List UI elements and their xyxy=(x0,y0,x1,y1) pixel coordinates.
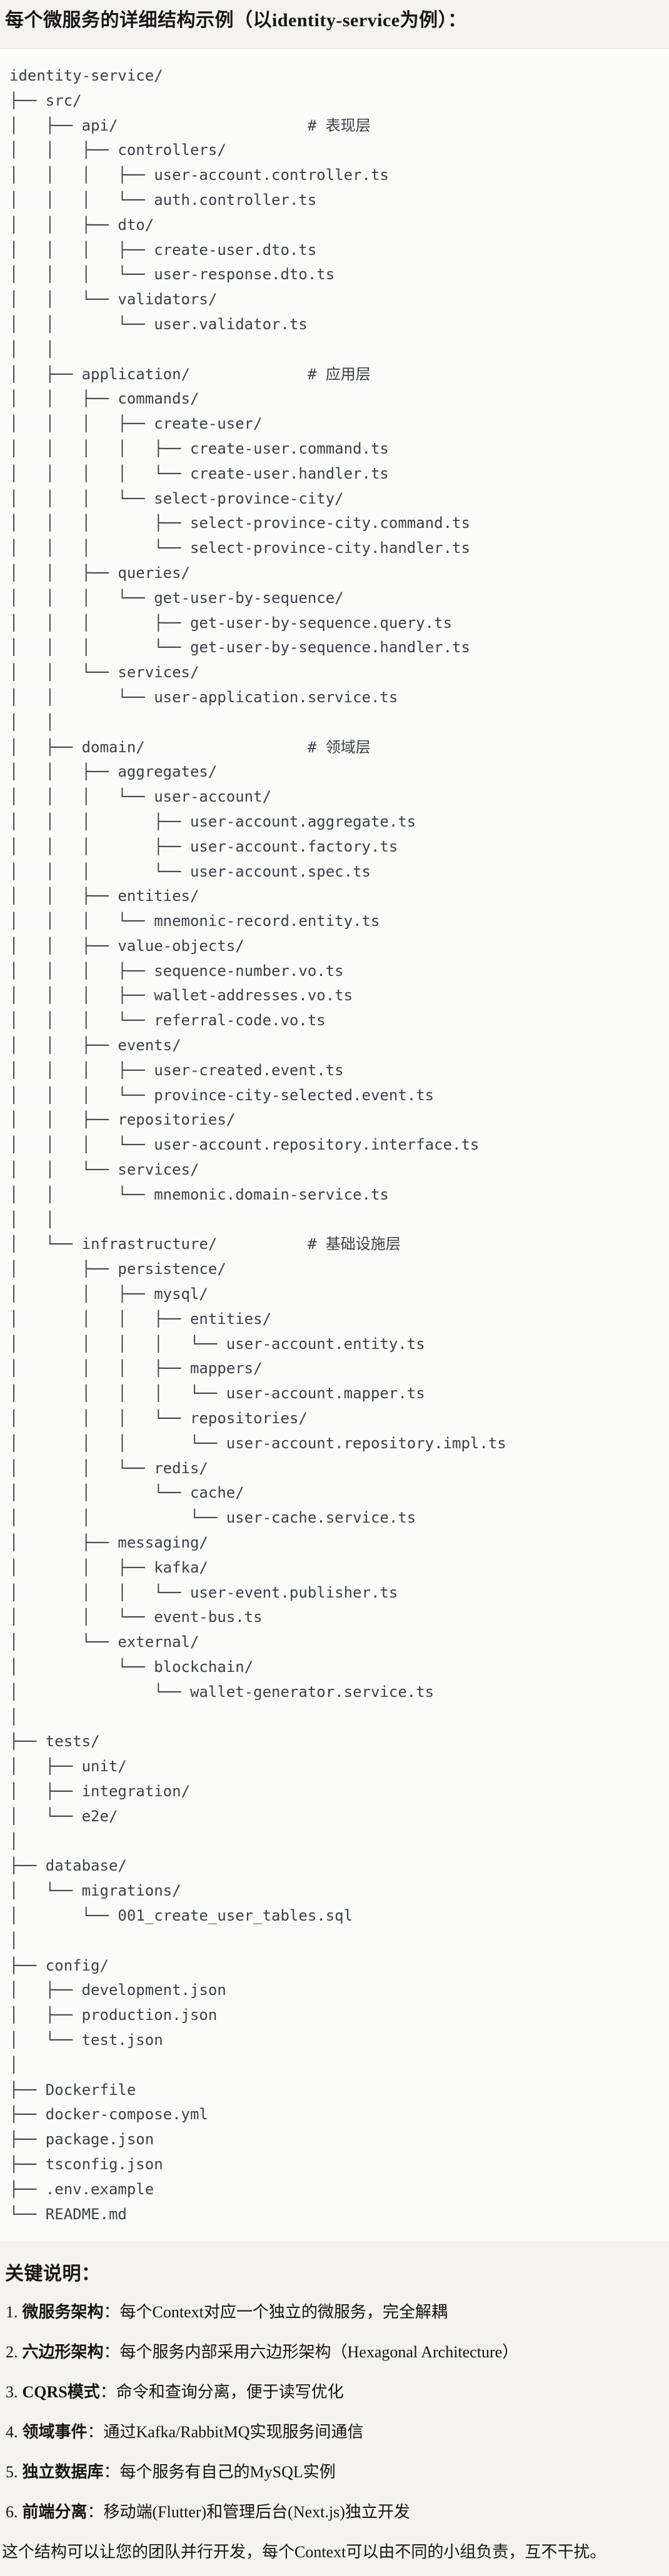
note-colon: ： xyxy=(103,2343,120,2362)
notes-list: 1.微服务架构：每个Context对应一个独立的微服务，完全解耦 2.六边形架构… xyxy=(0,2302,669,2523)
note-term: 前端分离 xyxy=(22,2503,88,2522)
note-colon: ： xyxy=(87,2423,104,2442)
note-number: 6. xyxy=(6,2503,18,2522)
note-number: 4. xyxy=(6,2423,18,2442)
note-number: 5. xyxy=(6,2463,18,2482)
note-desc: 通过Kafka/RabbitMQ实现服务间通信 xyxy=(103,2423,364,2442)
page-title: 每个微服务的详细结构示例（以identity-service为例）： xyxy=(5,10,467,31)
note-item: 6.前端分离：移动端(Flutter)和管理后台(Next.js)独立开发 xyxy=(6,2502,669,2523)
note-term: 独立数据库 xyxy=(22,2463,104,2482)
closing-note: 这个结构可以让您的团队并行开发，每个Context可以由不同的小组负责，互不干扰… xyxy=(2,2543,606,2562)
note-item: 3.CQRS模式：命令和查询分离，便于读写优化 xyxy=(6,2382,669,2403)
note-colon: ： xyxy=(103,2303,120,2322)
note-item: 2.六边形架构：每个服务内部采用六边形架构（Hexagonal Architec… xyxy=(6,2342,669,2363)
note-term: 六边形架构 xyxy=(22,2343,104,2362)
note-term: CQRS模式 xyxy=(22,2383,100,2402)
note-desc: 移动端(Flutter)和管理后台(Next.js)独立开发 xyxy=(103,2503,410,2522)
notes-heading: 关键说明： xyxy=(5,2264,101,2285)
file-tree: identity-service/ ├── src/ │ ├── api/ # … xyxy=(9,67,506,2223)
note-number: 3. xyxy=(6,2383,18,2402)
note-item: 5.独立数据库：每个服务有自己的MySQL实例 xyxy=(6,2462,669,2483)
code-block: identity-service/ ├── src/ │ ├── api/ # … xyxy=(0,48,669,2243)
note-desc: 每个服务内部采用六边形架构（Hexagonal Architecture） xyxy=(119,2343,519,2362)
note-number: 2. xyxy=(6,2343,18,2362)
note-desc: 每个Context对应一个独立的微服务，完全解耦 xyxy=(119,2303,448,2322)
note-item: 4.领域事件：通过Kafka/RabbitMQ实现服务间通信 xyxy=(6,2422,669,2443)
note-colon: ： xyxy=(87,2503,104,2522)
note-desc: 命令和查询分离，便于读写优化 xyxy=(116,2383,344,2402)
document: 每个微服务的详细结构示例（以identity-service为例）： ident… xyxy=(0,9,669,2576)
note-number: 1. xyxy=(6,2303,18,2322)
note-item: 1.微服务架构：每个Context对应一个独立的微服务，完全解耦 xyxy=(6,2302,669,2323)
note-term: 领域事件 xyxy=(22,2423,88,2442)
note-colon: ： xyxy=(99,2383,116,2402)
note-desc: 每个服务有自己的MySQL实例 xyxy=(119,2463,336,2482)
note-colon: ： xyxy=(103,2463,120,2482)
note-term: 微服务架构 xyxy=(22,2303,104,2322)
